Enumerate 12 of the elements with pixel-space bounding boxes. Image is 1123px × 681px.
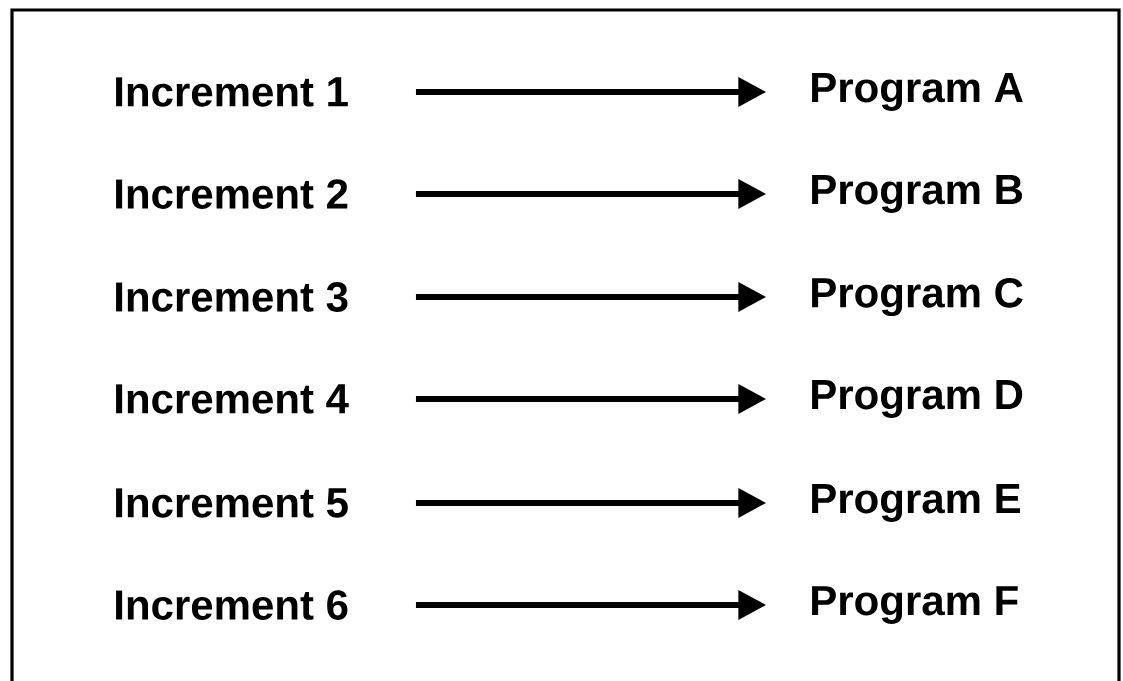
label: Program F	[812, 586, 1018, 624]
label: Increment 4	[116, 384, 349, 414]
label: Program E	[812, 484, 1020, 522]
label: Program C	[812, 277, 1023, 317]
label: Increment 3	[116, 282, 348, 312]
label: Program A	[812, 73, 1023, 111]
label: Program B	[812, 175, 1023, 213]
label: Program D	[812, 380, 1023, 418]
label: Increment 5	[116, 488, 348, 518]
label: Increment 6	[116, 590, 348, 620]
label: Increment 1	[116, 77, 348, 107]
label: Increment 2	[116, 179, 348, 209]
